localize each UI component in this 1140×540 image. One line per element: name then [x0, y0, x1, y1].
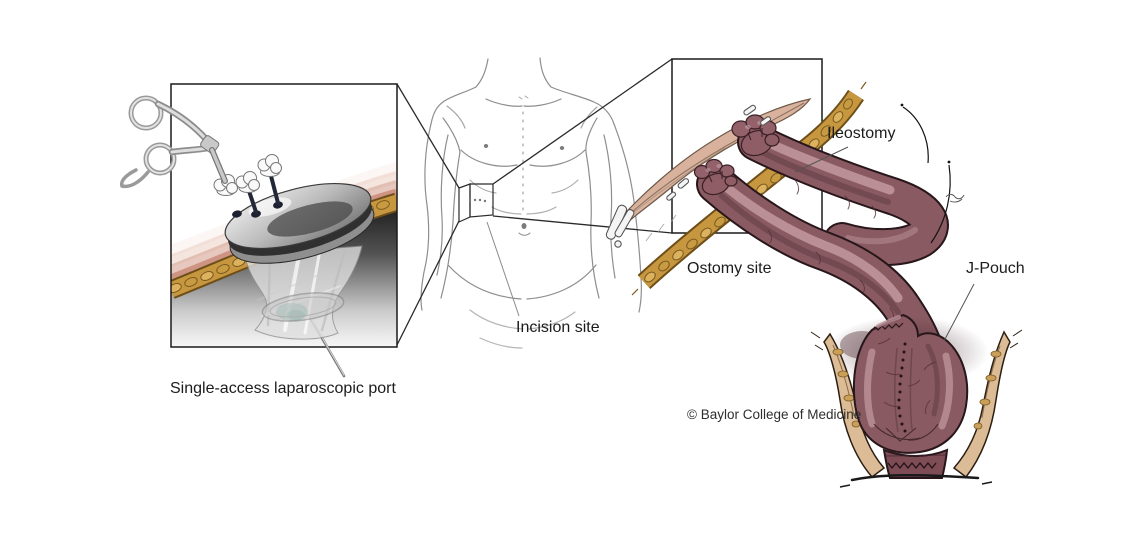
circular-staple-line	[887, 461, 937, 470]
anastomosis-cuff	[882, 448, 949, 479]
bowel-loop-upper	[737, 123, 949, 267]
left-inset-border	[170, 83, 398, 348]
navel	[521, 223, 527, 229]
laparoscopic-grasper	[119, 95, 228, 189]
nipple-left	[483, 144, 489, 148]
copyright-credit: © Baylor College of Medicine	[687, 407, 862, 422]
pelvic-floor-line	[850, 473, 980, 482]
j-pouch-body	[852, 313, 969, 454]
contour-sketch-arcs	[900, 103, 951, 244]
torso-line-drawing	[420, 57, 642, 349]
surgical-clamps	[605, 104, 772, 248]
label-ostomy-site: Ostomy site	[687, 260, 772, 277]
left-inset-panel	[119, 83, 398, 378]
right-inset-panel	[605, 58, 965, 370]
nipple-right	[559, 146, 565, 150]
label-ileostomy: Ileostomy	[827, 125, 896, 142]
incision-leader-line	[486, 221, 520, 317]
artist-signature-mark	[945, 193, 965, 203]
port-valves	[213, 154, 283, 218]
laparoscopic-port-device	[213, 154, 375, 340]
projection-lines	[396, 58, 673, 346]
ileostomy-leader-line	[794, 146, 849, 173]
pouch-suture-line	[897, 342, 907, 433]
label-incision-site: Incision site	[516, 319, 600, 336]
incision-site-marker	[458, 183, 494, 223]
j-pouch-leader-line	[943, 283, 975, 342]
stump-staple-line	[870, 322, 904, 332]
label-single-access-port: Single-access laparoscopic port	[170, 380, 396, 397]
pelvic-floor-dashes	[839, 481, 993, 488]
label-j-pouch: J-Pouch	[966, 260, 1025, 277]
j-pouch-region	[810, 283, 1023, 488]
